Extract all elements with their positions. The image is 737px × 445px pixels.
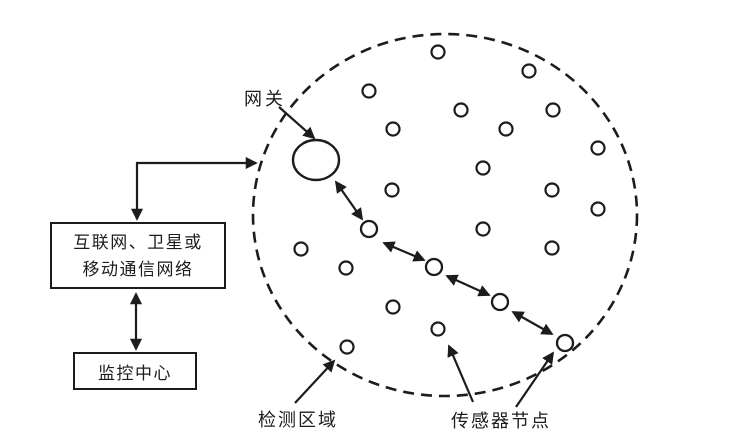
chain-double-arrow bbox=[511, 311, 554, 335]
monitor-center-box: 监控中心 bbox=[73, 352, 197, 390]
detection-area-ellipse bbox=[251, 32, 639, 398]
sensor-node-label: 传感器节点 bbox=[451, 411, 551, 431]
sensor-node bbox=[293, 241, 309, 257]
sensor-node bbox=[385, 299, 401, 315]
sensor-node bbox=[521, 63, 537, 79]
chain-double-arrow bbox=[445, 274, 491, 297]
network-box-line2: 移动通信网络 bbox=[82, 259, 194, 279]
sensor-node bbox=[544, 240, 560, 256]
sensor-pointer-arrow-1 bbox=[447, 344, 475, 403]
chain-links bbox=[334, 180, 554, 335]
sensor-node-chain bbox=[359, 219, 379, 239]
sensor-node bbox=[339, 339, 355, 355]
sensor-nodes bbox=[293, 44, 606, 355]
chain-double-arrow bbox=[334, 180, 364, 221]
sensor-node-chain bbox=[424, 257, 444, 277]
elbow-connector-arrow bbox=[130, 156, 258, 221]
gateway-label: 网关 bbox=[244, 89, 286, 109]
network-box: 互联网、卫星或 移动通信网络 bbox=[50, 222, 226, 289]
sensor-node bbox=[590, 201, 606, 217]
sensor-node bbox=[475, 160, 491, 176]
sensor-node-chain bbox=[555, 333, 575, 353]
sensor-node bbox=[338, 260, 354, 276]
sensor-node bbox=[430, 321, 446, 337]
sensor-node bbox=[384, 182, 400, 198]
sensor-node bbox=[590, 140, 606, 156]
sensor-node-chain bbox=[490, 292, 510, 312]
sensor-node bbox=[498, 121, 514, 137]
sensor-node bbox=[430, 44, 446, 60]
detection-area-label: 检测区域 bbox=[258, 410, 338, 430]
gateway-pointer-arrow bbox=[278, 106, 316, 140]
sensor-node bbox=[385, 121, 401, 137]
chain-double-arrow bbox=[382, 241, 426, 262]
sensor-node bbox=[361, 83, 377, 99]
gateway-ellipse bbox=[291, 138, 341, 182]
sensor-node bbox=[475, 221, 491, 237]
sensor-node bbox=[544, 182, 560, 198]
detection-area-pointer-arrow bbox=[294, 359, 336, 404]
sensor-node bbox=[453, 102, 469, 118]
sensor-pointer-arrow-2 bbox=[515, 351, 555, 408]
sensor-node bbox=[545, 102, 561, 118]
network-box-line1: 互联网、卫星或 bbox=[73, 232, 203, 252]
